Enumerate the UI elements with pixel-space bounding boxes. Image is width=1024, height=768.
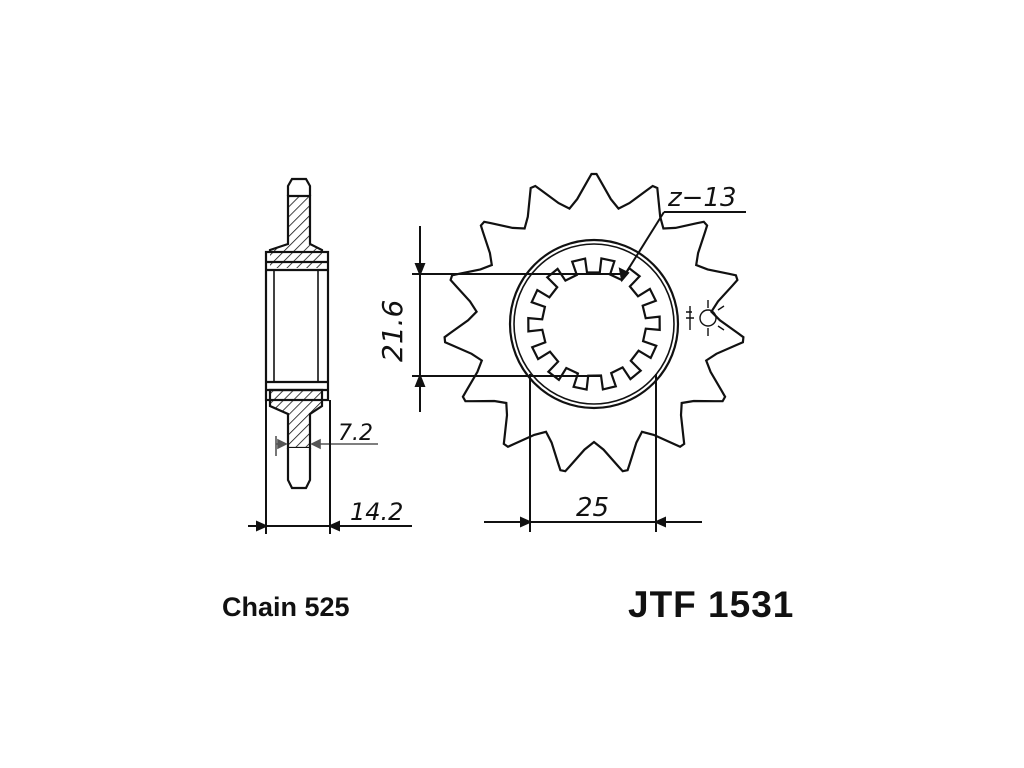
hub-circle bbox=[508, 238, 680, 410]
spline-diameter-label: 21.6 bbox=[376, 300, 409, 362]
teeth-count-label: z−13 bbox=[667, 183, 737, 213]
side-profile bbox=[264, 177, 330, 490]
top-tooth-tip bbox=[286, 177, 312, 196]
part-number: JTF 1531 bbox=[628, 584, 795, 625]
stamp-mark bbox=[686, 300, 725, 336]
teeth-count-leader bbox=[618, 211, 746, 283]
hub-diameter-label: 25 bbox=[576, 493, 609, 523]
dimension-tooth-width bbox=[275, 436, 378, 456]
tooth-width-label: 7.2 bbox=[338, 421, 373, 446]
dimension-hub-diameter bbox=[484, 374, 702, 532]
chain-label: Chain 525 bbox=[222, 592, 350, 622]
hub-circle-inner bbox=[513, 243, 675, 405]
spline-bore bbox=[527, 257, 661, 391]
front-view bbox=[443, 172, 745, 473]
bottom-tooth-tip bbox=[286, 448, 312, 490]
dimension-overall-width bbox=[248, 400, 412, 534]
outer-tooth-profile bbox=[443, 172, 745, 473]
overall-width-label: 14.2 bbox=[350, 498, 403, 526]
dimension-spline-diameter bbox=[412, 226, 620, 412]
hub-top-hatch bbox=[270, 252, 322, 268]
